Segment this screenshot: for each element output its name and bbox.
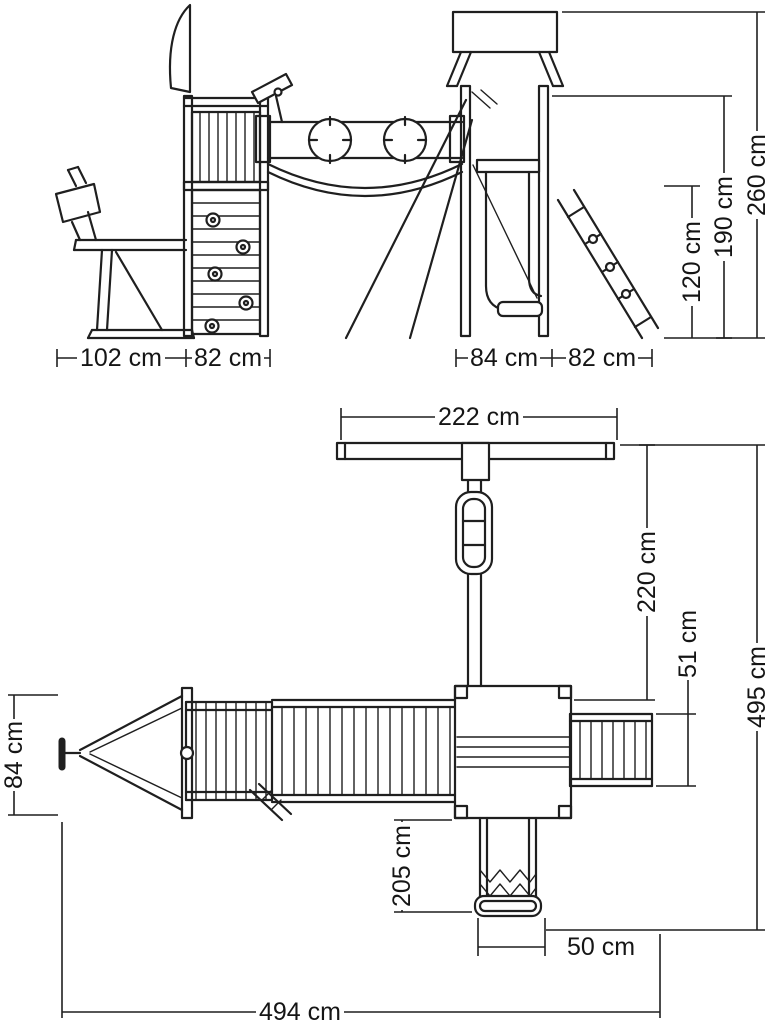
dim-label-ladder-height: 120 cm [678,221,706,303]
dim-tower-width-82: 82 cm [186,344,271,372]
slide-side [472,158,544,318]
dim-label-beam-height: 190 cm [710,176,738,258]
climbing-tower [182,94,270,338]
dim-slide-bay-84: 84 cm [455,344,553,372]
climbing-holds [204,212,254,334]
dim-slide-width-50: 50 cm [477,918,635,961]
telescope [250,72,294,124]
dim-label-seesaw-length: 102 cm [80,344,162,372]
dim-total-length-494: 494 cm [61,822,661,1024]
dim-seesaw-width-84: 84 cm [0,694,58,816]
trapeze-plan [454,490,494,576]
dim-ladder-height-120: 120 cm [664,185,706,338]
dim-label-slide-bay: 84 cm [470,344,538,372]
dim-swing-depth-220: 220 cm [574,444,661,701]
bridge-plan [270,698,457,804]
swing-beam-plan [335,441,616,688]
slide-plan [473,816,543,918]
sail-panel [168,3,192,94]
dim-beam-height-190: 190 cm [552,95,738,339]
swing-frame-legs [344,98,474,340]
dimension-annotations: 102 cm 82 cm 84 cm 82 cm 120 [0,11,767,1024]
dim-swing-beam-222: 222 cm [340,403,618,440]
porthole-right-icon [382,115,428,165]
dim-label-total-length: 494 cm [259,998,341,1024]
dim-label-slide-width: 50 cm [567,933,635,961]
side-elevation [54,3,660,340]
dim-label-ladder-width: 51 cm [674,610,702,678]
dim-total-depth-495: 495 cm [546,444,767,931]
dim-label-total-height: 260 cm [743,134,767,216]
porthole-beam [254,114,466,165]
slide-tower [445,10,565,338]
dim-total-height-260: 260 cm [562,11,767,339]
dim-ladder-width-51: 51 cm [656,608,702,787]
dim-ladder-reach-82: 82 cm [552,344,653,372]
dim-slide-length-205: 205 cm [388,819,472,913]
ladder-plan [568,712,654,788]
dim-label-total-depth: 495 cm [743,646,767,728]
access-ladder-side [556,188,660,340]
dim-seesaw-length-102: 102 cm [56,344,187,372]
dim-label-swing-depth: 220 cm [633,531,661,613]
seesaw-plan [58,686,195,820]
dim-label-ladder-reach: 82 cm [568,344,636,372]
dim-label-slide-length: 205 cm [388,825,416,907]
platform-plan [453,684,573,820]
seesaw-side [54,165,196,340]
dim-label-tower-width: 82 cm [194,344,262,372]
dim-label-seesaw-width: 84 cm [0,721,28,789]
porthole-left-icon [307,115,353,165]
dim-label-swing-beam: 222 cm [438,403,520,431]
rope-swag [266,162,464,197]
top-plan [58,441,654,918]
